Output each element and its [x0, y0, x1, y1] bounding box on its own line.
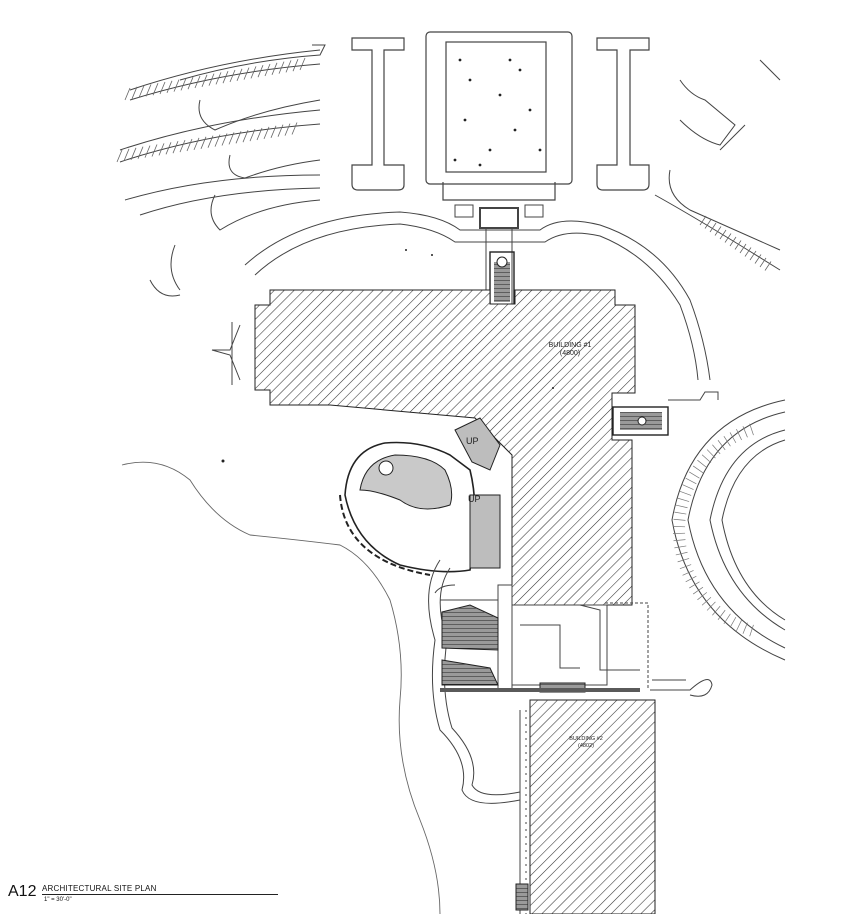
west-entry [211, 322, 241, 385]
connector-structures [428, 559, 649, 804]
sheet-scale: 1" = 30'-0" [44, 897, 72, 903]
sheet-title-rule [42, 894, 278, 895]
east-cul-de-sac [650, 679, 713, 697]
building-1-label: BUILDING #1 [549, 342, 592, 349]
oval-ticks [673, 423, 754, 637]
building-1-number: (4800) [560, 350, 580, 357]
building-2-footprint [529, 699, 656, 914]
sheet-number: A12 [8, 883, 37, 900]
entry-drive [244, 204, 711, 381]
site-markers [221, 249, 554, 463]
building-2-number: (4802) [578, 743, 594, 749]
up-label-lower: UP [468, 494, 481, 504]
parking-north-west-arcs [119, 44, 326, 297]
topo-line [121, 461, 441, 914]
lower-stair-blocks [440, 604, 640, 693]
parking-stall-ticks-east [699, 215, 772, 271]
parking-north-east [654, 59, 781, 271]
entry-stair-north [489, 251, 515, 307]
building-2-label: BUILDING #2 [569, 736, 603, 742]
building-1-footprint [254, 289, 636, 606]
building-2-edge [515, 710, 529, 914]
island-plantings [453, 58, 542, 167]
sheet-title: ARCHITECTURAL SITE PLAN [42, 884, 157, 893]
parking-islands-north [351, 31, 650, 201]
courtyard [339, 417, 501, 576]
up-label-upper: UP [466, 436, 479, 446]
east-bridge-stair [612, 391, 719, 436]
parking-stall-ticks-west [116, 57, 306, 163]
east-oval-structure [671, 399, 786, 661]
